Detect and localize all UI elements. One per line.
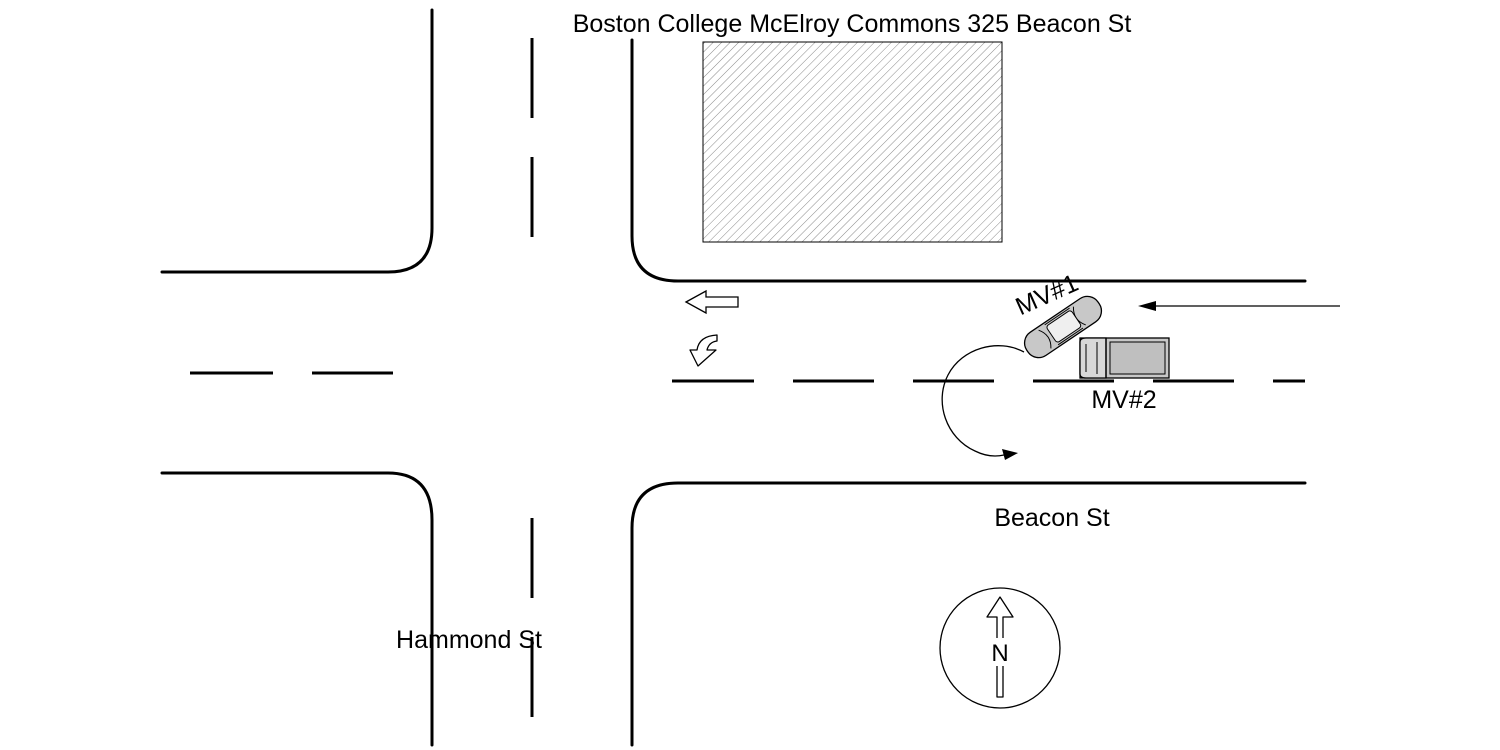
curb-northeast	[630, 38, 1307, 283]
curb-southwest	[160, 471, 434, 747]
u-turn-path	[941, 345, 1025, 460]
north-label: N	[991, 640, 1008, 667]
curb-southeast	[630, 481, 1307, 747]
left-arrow-icon	[684, 289, 739, 315]
road-edges	[160, 8, 1307, 747]
lane-markings	[190, 38, 1305, 717]
building	[702, 41, 1003, 243]
building-label: Boston College McElroy Commons 325 Beaco…	[573, 10, 1132, 38]
hammond-st-label: Hammond St	[396, 626, 542, 654]
direction-arrow-icon	[1138, 301, 1340, 311]
curb-northwest	[160, 8, 434, 274]
vehicle-mv1	[1023, 295, 1103, 359]
u-turn-arrow-icon	[689, 334, 718, 367]
beacon-st-label: Beacon St	[994, 504, 1109, 532]
north-arrow-icon: N	[939, 587, 1061, 709]
mv2-label: MV#2	[1091, 386, 1156, 414]
vehicle-mv2	[1079, 337, 1170, 379]
